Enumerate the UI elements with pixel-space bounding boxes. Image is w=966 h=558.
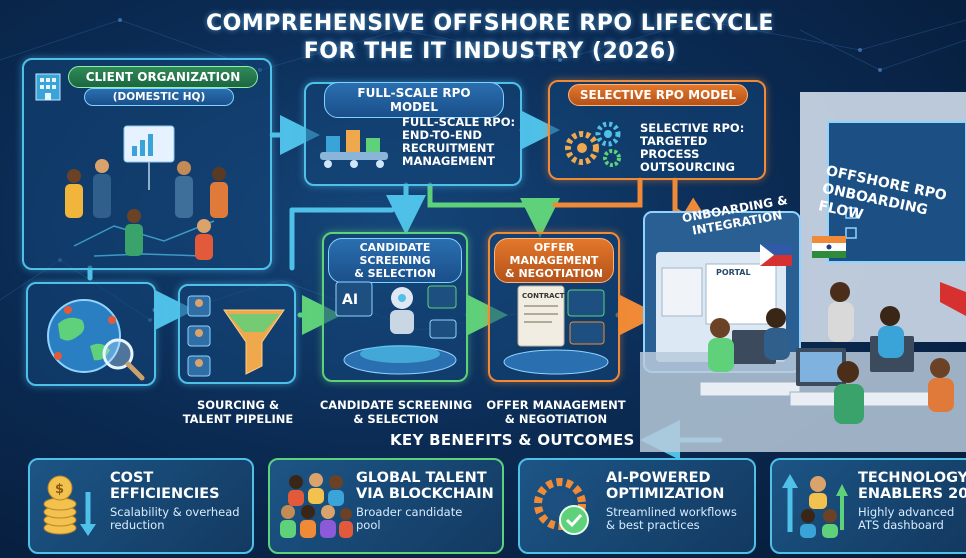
full-scale-desc-1: FULL-SCALE RPO: — [402, 115, 516, 129]
ai-sub-2: & best practices — [606, 518, 700, 532]
sourcing-caption: SOURCING & TALENT PIPELINE — [170, 398, 306, 426]
globe-magnifier-icon — [47, 299, 145, 381]
offer-pill-1: OFFER MANAGEMENT — [509, 241, 599, 267]
cost-sub-1: Scalability & overhead — [110, 505, 240, 519]
screening-pill: CANDIDATE SCREENING & SELECTION — [328, 238, 462, 283]
cost-sub: Scalability & overhead reduction — [110, 506, 250, 532]
technology-title-2: ENABLERS 20 — [858, 486, 966, 502]
screening-cap-2: & SELECTION — [353, 412, 439, 426]
offer-caption: OFFER MANAGEMENT & NEGOTIATION — [482, 398, 630, 426]
screening-pill-1: CANDIDATE SCREENING — [359, 241, 431, 267]
cost-text: COST EFFICIENCIES Scalability & overhead… — [110, 470, 250, 532]
page-title: COMPREHENSIVE OFFSHORE RPO LIFECYCLE FOR… — [150, 10, 830, 66]
selective-pill: SELECTIVE RPO MODEL — [568, 84, 748, 106]
client-subtitle: (DOMESTIC HQ) — [112, 91, 206, 103]
client-team-illustration — [65, 125, 228, 260]
global-title-2: VIA BLOCKCHAIN — [356, 486, 494, 502]
screening-caption: CANDIDATE SCREENING & SELECTION — [318, 398, 474, 426]
global-sub: Broader candidate pool — [356, 506, 502, 532]
title-line-2: FOR THE IT INDUSTRY (2026) — [303, 39, 677, 64]
ai-robot-screening-icon — [335, 281, 457, 375]
svg-text:$: $ — [55, 482, 64, 497]
offer-cap-2: & NEGOTIATION — [504, 412, 608, 426]
technology-title-1: TECHNOLOGY — [858, 470, 966, 486]
full-scale-desc-2: END-TO-END — [402, 128, 482, 142]
screening-pill-2: & SELECTION — [354, 267, 436, 280]
gears-icon — [565, 121, 621, 167]
sourcing-cap-1: SOURCING & — [196, 398, 280, 412]
contract-label: CONTRACT — [522, 292, 565, 300]
selective-rpo-panel: SELECTIVE RPO MODEL SELECTIVE RPO: TARGE… — [548, 80, 766, 180]
candidate-screening-panel: CANDIDATE SCREENING & SELECTION AI — [322, 232, 468, 382]
selective-desc-2: TARGETED PROCESS — [640, 134, 708, 161]
benefit-card-cost: $ COST EFFICIENCIES Scalability & overhe… — [28, 458, 254, 554]
global-text: GLOBAL TALENT VIA BLOCKCHAIN Broader can… — [356, 470, 502, 532]
global-title-1: GLOBAL TALENT — [356, 470, 487, 486]
sourcing-cap-2: TALENT PIPELINE — [182, 412, 294, 426]
ai-sub: Streamlined workflows & best practices — [606, 506, 754, 532]
selective-pill-label: SELECTIVE RPO MODEL — [579, 88, 737, 102]
portal-label: PORTAL — [716, 268, 751, 277]
full-scale-pill-label: FULL-SCALE RPO MODEL — [357, 86, 471, 114]
ai-title-2: OPTIMIZATION — [606, 486, 725, 502]
selective-desc-3: OUTSOURCING — [640, 160, 735, 174]
full-scale-rpo-panel: FULL-SCALE RPO MODEL FULL-SCALE RPO: END… — [304, 82, 522, 186]
talent-funnel-icon — [187, 295, 285, 377]
title-line-1: COMPREHENSIVE OFFSHORE RPO LIFECYCLE — [206, 11, 774, 36]
global-reach-panel — [26, 282, 156, 386]
full-scale-desc-4: MANAGEMENT — [402, 154, 495, 168]
benefit-card-technology: TECHNOLOGY ENABLERS 20 Highly advanced A… — [770, 458, 966, 554]
client-subtitle-pill: (DOMESTIC HQ) — [84, 88, 234, 106]
offer-pill-2: & NEGOTIATION — [505, 267, 603, 280]
team-arrows-icon — [782, 474, 848, 538]
offshore-office-scene — [640, 92, 966, 452]
full-scale-desc-3: RECRUITMENT — [402, 141, 495, 155]
ai-title-1: AI-POWERED — [606, 470, 711, 486]
contract-documents-icon — [503, 285, 609, 375]
cost-sub-2: reduction — [110, 518, 165, 532]
benefits-header: KEY BENEFITS & OUTCOMES — [390, 431, 635, 449]
client-title: CLIENT ORGANIZATION — [85, 70, 241, 84]
benefit-card-global-talent: GLOBAL TALENT VIA BLOCKCHAIN Broader can… — [268, 458, 504, 554]
offer-management-panel: OFFER MANAGEMENT & NEGOTIATION CONTRACT — [488, 232, 620, 382]
diverse-people-icon — [280, 473, 353, 538]
global-sub-2: pool — [356, 518, 381, 532]
technology-text: TECHNOLOGY ENABLERS 20 Highly advanced A… — [858, 470, 966, 532]
offer-cap-1: OFFER MANAGEMENT — [486, 398, 626, 412]
technology-sub: Highly advanced ATS dashboard — [858, 506, 966, 532]
building-icon — [32, 68, 64, 102]
selective-description: SELECTIVE RPO: TARGETED PROCESS OUTSOURC… — [640, 122, 764, 174]
benefit-card-ai: AI-POWERED OPTIMIZATION Streamlined work… — [518, 458, 756, 554]
full-scale-description: FULL-SCALE RPO: END-TO-END RECRUITMENT M… — [402, 116, 518, 168]
gear-check-icon — [534, 478, 589, 535]
client-organization-pill: CLIENT ORGANIZATION — [68, 66, 258, 88]
cost-title-1: COST — [110, 470, 154, 486]
selective-desc-1: SELECTIVE RPO: — [640, 121, 745, 135]
offer-pill: OFFER MANAGEMENT & NEGOTIATION — [494, 238, 614, 283]
full-scale-pill: FULL-SCALE RPO MODEL — [324, 82, 504, 118]
technology-sub-1: Highly advanced — [858, 505, 955, 519]
factory-conveyor-icon — [320, 130, 388, 168]
coins-down-icon: $ — [43, 475, 96, 536]
screening-cap-1: CANDIDATE SCREENING — [319, 398, 473, 412]
ai-label: AI — [342, 292, 359, 308]
cost-title-2: EFFICIENCIES — [110, 486, 220, 502]
client-organization-panel: CLIENT ORGANIZATION (DOMESTIC HQ) — [22, 58, 272, 270]
global-sub-1: Broader candidate — [356, 505, 463, 519]
ai-text: AI-POWERED OPTIMIZATION Streamlined work… — [606, 470, 754, 532]
technology-sub-2: ATS dashboard — [858, 518, 944, 532]
ai-sub-1: Streamlined workflows — [606, 505, 737, 519]
sourcing-panel — [178, 284, 296, 384]
